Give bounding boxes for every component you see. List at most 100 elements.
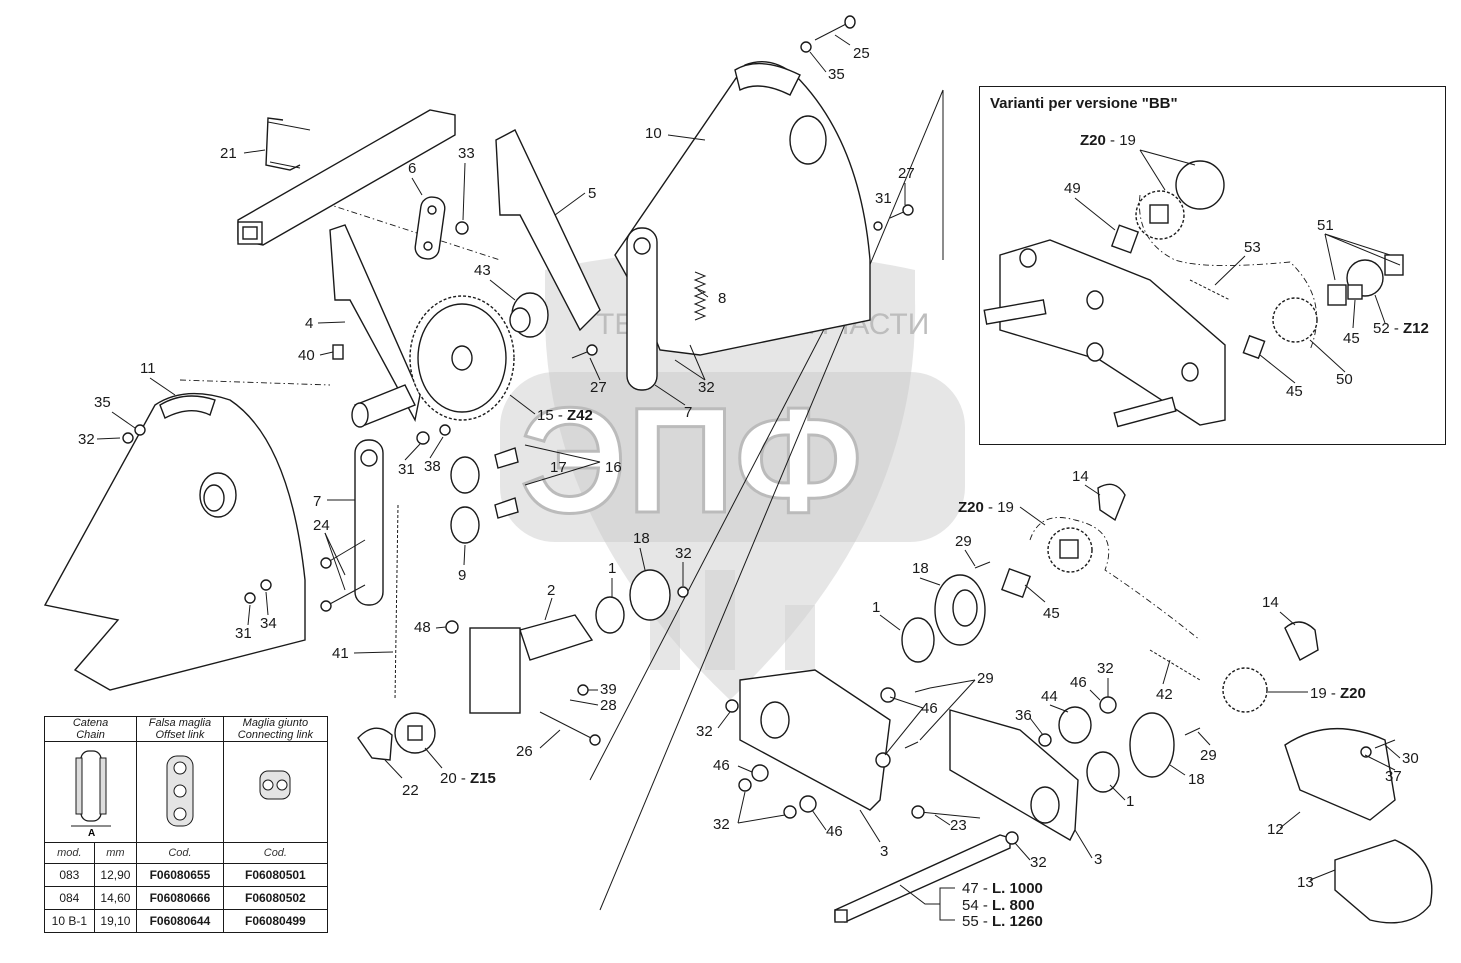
callout-46: 46 [921, 700, 938, 717]
bb-part-49 [1110, 224, 1140, 254]
part-27-bolt-b [571, 344, 598, 359]
bb-gearbox [983, 239, 1226, 428]
callout-32-c: 32 [675, 545, 692, 562]
part-30-screw [1360, 739, 1396, 758]
callout-16: 16 [605, 459, 622, 476]
part-1-bearing-c [1086, 751, 1120, 793]
cell-connecting-code: F06080499 [222, 909, 329, 933]
part-7-plate-lower [354, 439, 384, 606]
table-row: 10 B-1 19,10 F06080644 F06080499 [44, 909, 329, 933]
part-32-nut-e [725, 699, 739, 713]
part-25-bolt [814, 15, 856, 41]
callout-15: 15 - Z42 [537, 407, 593, 424]
part-36-washer [1038, 733, 1052, 747]
cell-mm: 19,10 [93, 909, 138, 933]
callout-34: 34 [260, 615, 277, 632]
part-31-washer [873, 221, 883, 231]
part-22-tensioner [357, 727, 393, 761]
callout-18: 18 [633, 530, 650, 547]
variant-bb-box [979, 86, 1446, 445]
table-row: 084 14,60 F06080666 F06080502 [44, 886, 329, 910]
shaft-54: 54 - L. 800 [962, 897, 1035, 914]
callout-44: 44 [1041, 688, 1058, 705]
part-9-rollers [450, 447, 519, 544]
callout-32: 32 [698, 379, 715, 396]
callout-41: 41 [332, 645, 349, 662]
part-39-washer [577, 684, 589, 696]
callout-46-b: 46 [1070, 674, 1087, 691]
callout-43: 43 [474, 262, 491, 279]
header-offset-en: Offset link [155, 729, 205, 741]
square-tube [237, 109, 456, 246]
part-38-washer [439, 424, 451, 436]
part-10-guard [614, 61, 871, 356]
part-31-nut-d [416, 431, 430, 445]
chain-reference-table: Catena Chain Falsa maglia Offset link Ma… [43, 716, 329, 933]
cell-mm: 12,90 [93, 863, 138, 887]
chain-illustration: A [43, 741, 138, 843]
part-23-bolt [911, 805, 981, 819]
part-34-washer [260, 579, 272, 591]
callout-36: 36 [1015, 707, 1032, 724]
connecting-link-illustration [222, 741, 329, 843]
dimension-label: A [88, 828, 95, 836]
bb-callout-52-z12: 52 - Z12 [1373, 320, 1429, 337]
part-32-nut-g [783, 805, 797, 819]
connecting-link-drawing [259, 770, 291, 799]
bb-callout-49: 49 [1064, 180, 1081, 197]
header-connecting-en: Connecting link [237, 729, 313, 741]
callout-19-z20: Z20 - 19 [958, 499, 1014, 516]
part-45-spacer [1001, 568, 1031, 598]
header-chain-en: Chain [76, 729, 105, 741]
watermark-logo: ЭПФ [520, 376, 863, 544]
callout-48: 48 [414, 619, 431, 636]
callout-17: 17 [550, 459, 567, 476]
shaft-47: 47 - L. 1000 [962, 880, 1043, 897]
offset-link-drawing [166, 755, 194, 826]
part-32-nut-b [122, 432, 134, 444]
part-31-washer-c [244, 592, 256, 604]
part-4-bracket [329, 224, 421, 423]
part-2-bracket [469, 614, 594, 714]
callout-19-z20-b: 19 - Z20 [1310, 685, 1366, 702]
cell-offset-code: F06080644 [136, 909, 224, 933]
callout-26: 26 [516, 743, 533, 760]
part-35-washer-b [134, 424, 146, 436]
header-chain-it: Catena [72, 717, 109, 729]
sprocket-19-bore [1059, 539, 1079, 559]
unit-mod: mod. [44, 842, 95, 864]
callout-32-b: 32 [78, 431, 95, 448]
callout-4: 4 [305, 315, 313, 332]
callout-labels: 25 35 10 27 31 21 33 6 5 43 8 4 40 27 32… [78, 45, 1429, 930]
part-18-flange [629, 569, 671, 621]
cell-mm: 14,60 [93, 886, 138, 910]
bb-part-53-chain [1189, 279, 1231, 301]
callout-3: 3 [880, 843, 888, 860]
callout-10: 10 [645, 125, 662, 142]
sprocket-bore [407, 725, 423, 741]
cell-mod: 10 B-1 [44, 909, 95, 933]
part-29-bolts [904, 561, 1201, 749]
part-27-bolt [889, 204, 914, 219]
callout-46-c: 46 [713, 757, 730, 774]
header-connecting-it: Maglia giunto [242, 717, 309, 729]
callout-30: 30 [1402, 750, 1419, 767]
part-18-flange-b [934, 574, 986, 646]
callout-29: 29 [955, 533, 972, 550]
part-32-nut-f [738, 778, 752, 792]
callout-32-e: 32 [696, 723, 713, 740]
unit-cod-offset: Cod. [136, 842, 224, 864]
part-11-guard [43, 392, 306, 691]
bb-chain-path [1139, 194, 1318, 351]
part-41-chain [394, 504, 399, 701]
callout-27: 27 [898, 165, 915, 182]
bb-callout-53: 53 [1244, 239, 1261, 256]
chain-path-z20 [1029, 517, 1201, 641]
callout-9: 9 [458, 567, 466, 584]
part-15-sprocket-z42 [409, 295, 515, 421]
callout-14: 14 [1072, 468, 1089, 485]
table-row: 083 12,90 F06080655 F06080501 [44, 863, 329, 887]
part-7-plate-upper [626, 227, 658, 391]
part-33-nut [455, 221, 469, 235]
shaft-55: 55 - L. 1260 [962, 913, 1043, 930]
